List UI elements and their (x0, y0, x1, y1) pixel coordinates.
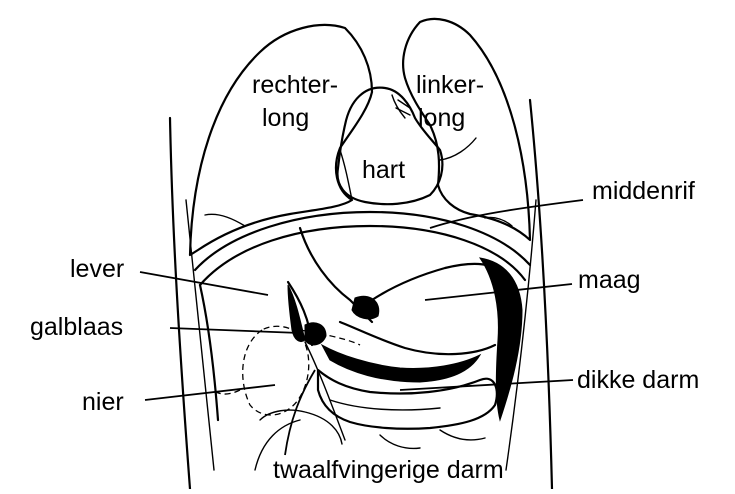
stomach (322, 258, 522, 420)
left-lung-label-line1: linker- (416, 71, 484, 99)
right-lung-label-line2: long (262, 104, 309, 132)
leader-nier (145, 385, 275, 400)
leader-lever (140, 272, 268, 295)
large-intestine-label: dikke darm (577, 366, 699, 394)
left-lung-label-line2: long (418, 104, 465, 132)
right-lung (190, 25, 372, 255)
right-lung-label-line1: rechter- (252, 71, 338, 99)
gallbladder (288, 285, 326, 345)
liver-label: lever (70, 255, 124, 283)
duodenum-label: twaalfvingerige darm (273, 456, 504, 484)
heart-label: hart (362, 156, 405, 184)
leader-twaalfvingerige-darm (285, 370, 315, 455)
kidney (216, 326, 360, 415)
leader-galblaas (170, 328, 300, 333)
stomach-label: maag (578, 266, 641, 294)
diaphragm (195, 212, 530, 285)
diaphragm-label: middenrif (592, 177, 695, 205)
large-intestine (255, 370, 497, 470)
body-outline (170, 100, 552, 489)
kidney-label: nier (82, 388, 124, 416)
gallbladder-label: galblaas (30, 313, 123, 341)
